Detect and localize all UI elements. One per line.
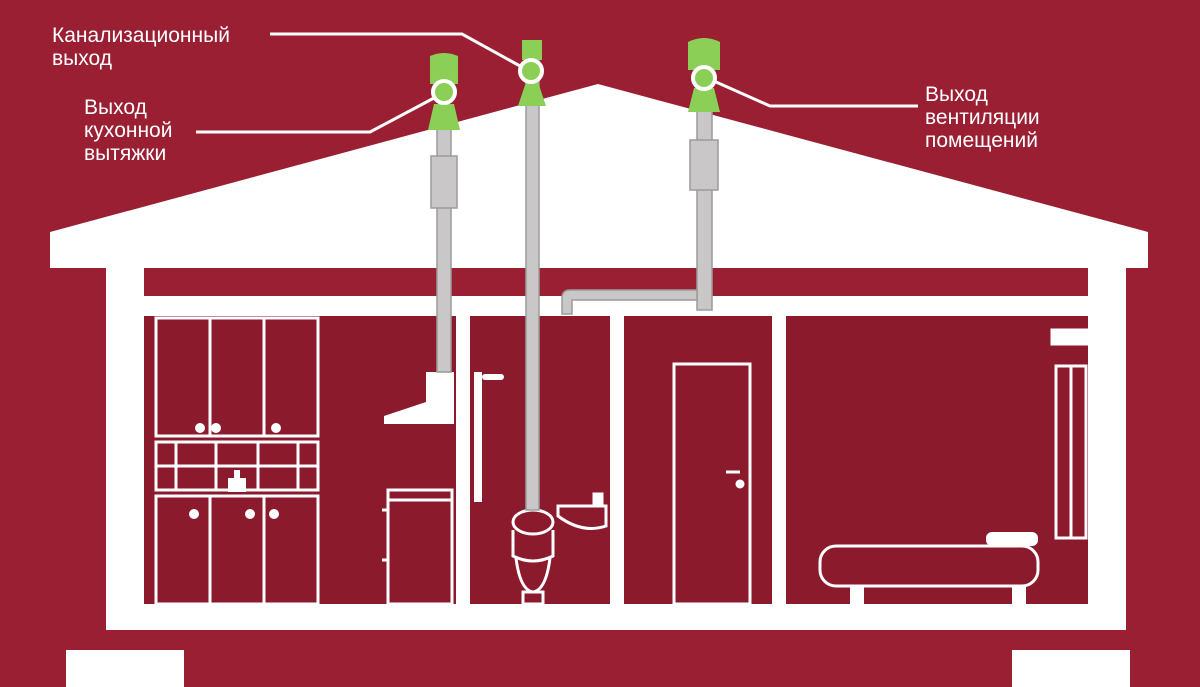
room-ventilation-line-2: вентиляции	[925, 106, 1040, 129]
kitchen-hood-outlet-label: Выход кухонной вытяжки	[84, 96, 172, 165]
roof	[50, 84, 1148, 268]
rooms	[144, 316, 1088, 604]
room-ventilation-line-1: Выход	[925, 83, 988, 106]
vent-cap-icon	[428, 38, 720, 130]
pipes	[430, 49, 719, 511]
kitchen-hood-line-2: кухонной	[84, 119, 173, 142]
sewer-outlet-line-1: Канализационный	[52, 24, 230, 47]
bed-icon	[818, 532, 1040, 604]
room-ventilation-outlet-label: Выход вентиляции помещений	[925, 83, 1040, 152]
kitchen-hood-line-1: Выход	[84, 96, 147, 119]
door-handle	[474, 372, 504, 502]
callout-markers	[431, 58, 717, 105]
stove-icon	[382, 488, 454, 606]
room-ventilation-line-3: помещений	[925, 129, 1038, 152]
house-structure	[66, 268, 1130, 687]
window-icon	[1050, 328, 1090, 540]
kitchen-hood-line-3: вытяжки	[84, 142, 167, 165]
door-icon	[672, 362, 752, 606]
leader-lines	[196, 32, 918, 134]
sink-icon	[556, 492, 608, 530]
sewer-outlet-line-2: выход	[52, 47, 112, 70]
range-hood-icon	[384, 372, 454, 424]
cabinet-knobs	[189, 423, 281, 519]
sewer-outlet-label: Канализационный выход	[52, 24, 230, 70]
